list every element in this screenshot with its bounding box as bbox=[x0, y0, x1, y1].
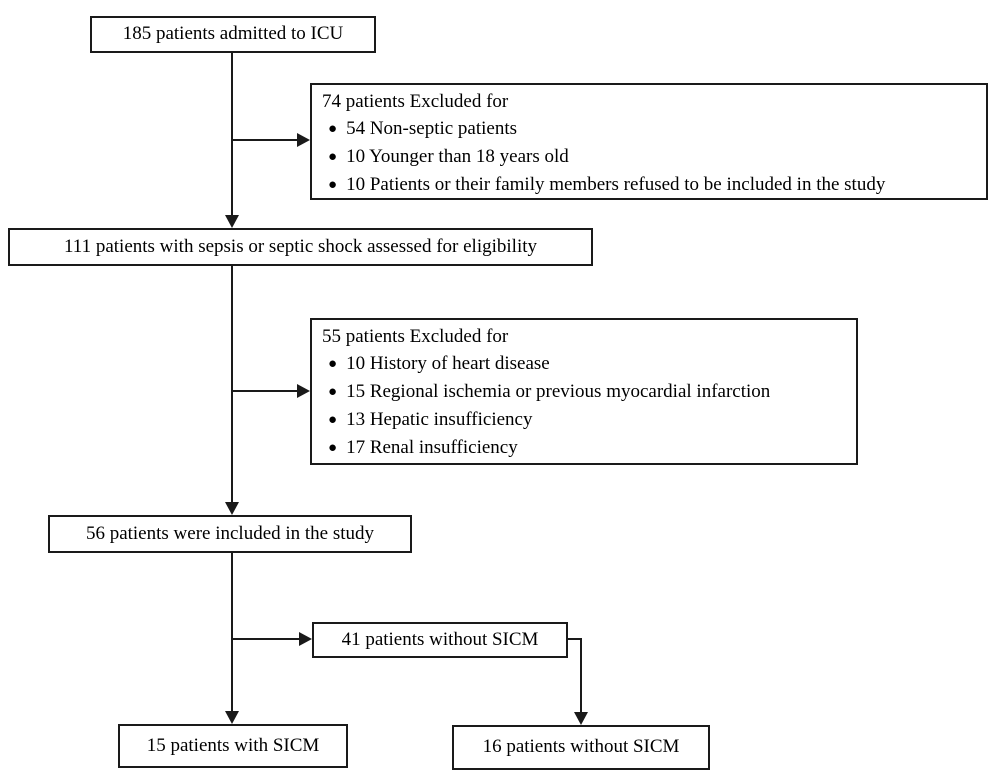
excluded-eligibility-item-label: 13 Hepatic insufficiency bbox=[346, 409, 533, 430]
arrowhead-down-icon bbox=[225, 711, 239, 724]
connector-elbow-no-sicm-vertical bbox=[580, 638, 582, 712]
excluded-eligibility-item-label: 17 Renal insufficiency bbox=[346, 437, 518, 458]
node-excluded-icu: 74 patients Excluded for ● 54 Non-septic … bbox=[310, 83, 988, 200]
node-excluded-eligibility: 55 patients Excluded for ● 10 History of … bbox=[310, 318, 858, 465]
excluded-icu-item-label: 10 Patients or their family members refu… bbox=[346, 174, 886, 195]
excluded-eligibility-item: ● 10 History of heart disease bbox=[322, 350, 846, 378]
bullet-icon: ● bbox=[328, 412, 338, 428]
excluded-eligibility-item: ● 15 Regional ischemia or previous myocar… bbox=[322, 378, 846, 406]
bullet-icon: ● bbox=[328, 121, 338, 137]
node-without-sicm-16-label: 16 patients without SICM bbox=[482, 736, 680, 758]
excluded-icu-item: ● 10 Younger than 18 years old bbox=[322, 143, 976, 171]
excluded-icu-title: 74 patients Excluded for bbox=[322, 91, 509, 112]
arrowhead-down-icon bbox=[225, 215, 239, 228]
node-without-sicm-41: 41 patients without SICM bbox=[312, 622, 568, 658]
arrowhead-down-icon bbox=[225, 502, 239, 515]
bullet-icon: ● bbox=[328, 177, 338, 193]
node-with-sicm-15-label: 15 patients with SICM bbox=[146, 734, 320, 756]
bullet-icon: ● bbox=[328, 384, 338, 400]
node-admitted-icu: 185 patients admitted to ICU bbox=[90, 16, 376, 53]
excluded-icu-item-label: 10 Younger than 18 years old bbox=[346, 146, 569, 167]
arrowhead-down-icon bbox=[574, 712, 588, 725]
connector-branch-excluded-icu bbox=[231, 139, 297, 141]
connector-branch-no-sicm bbox=[231, 638, 299, 640]
excluded-eligibility-item: ● 13 Hepatic insufficiency bbox=[322, 406, 846, 434]
node-with-sicm-15: 15 patients with SICM bbox=[118, 724, 348, 768]
excluded-icu-item-label: 54 Non-septic patients bbox=[346, 118, 518, 139]
node-assessed-eligibility-label: 111 patients with sepsis or septic shock… bbox=[64, 235, 537, 257]
connector-eligibility-to-included bbox=[231, 266, 233, 502]
node-admitted-icu-label: 185 patients admitted to ICU bbox=[122, 23, 344, 45]
bullet-icon: ● bbox=[328, 149, 338, 165]
node-assessed-eligibility: 111 patients with sepsis or septic shock… bbox=[8, 228, 593, 266]
excluded-eligibility-item: ● 17 Renal insufficiency bbox=[322, 434, 846, 462]
connector-admitted-to-eligibility bbox=[231, 53, 233, 215]
node-included-study-label: 56 patients were included in the study bbox=[85, 522, 375, 544]
arrowhead-right-icon bbox=[297, 384, 310, 398]
excluded-eligibility-title: 55 patients Excluded for bbox=[322, 326, 509, 347]
excluded-eligibility-item-label: 15 Regional ischemia or previous myocard… bbox=[346, 381, 771, 402]
node-without-sicm-41-label: 41 patients without SICM bbox=[341, 628, 539, 650]
arrowhead-right-icon bbox=[299, 632, 312, 646]
node-without-sicm-16: 16 patients without SICM bbox=[452, 725, 710, 770]
connector-included-to-with-sicm bbox=[231, 553, 233, 711]
excluded-icu-item: ● 54 Non-septic patients bbox=[322, 115, 976, 143]
excluded-icu-item: ● 10 Patients or their family members ref… bbox=[322, 171, 976, 199]
node-included-study: 56 patients were included in the study bbox=[48, 515, 412, 553]
connector-elbow-no-sicm-horizontal bbox=[566, 638, 582, 640]
bullet-icon: ● bbox=[328, 440, 338, 456]
connector-branch-excluded-eligibility bbox=[231, 390, 297, 392]
arrowhead-right-icon bbox=[297, 133, 310, 147]
excluded-eligibility-item-label: 10 History of heart disease bbox=[346, 353, 550, 374]
bullet-icon: ● bbox=[328, 356, 338, 372]
